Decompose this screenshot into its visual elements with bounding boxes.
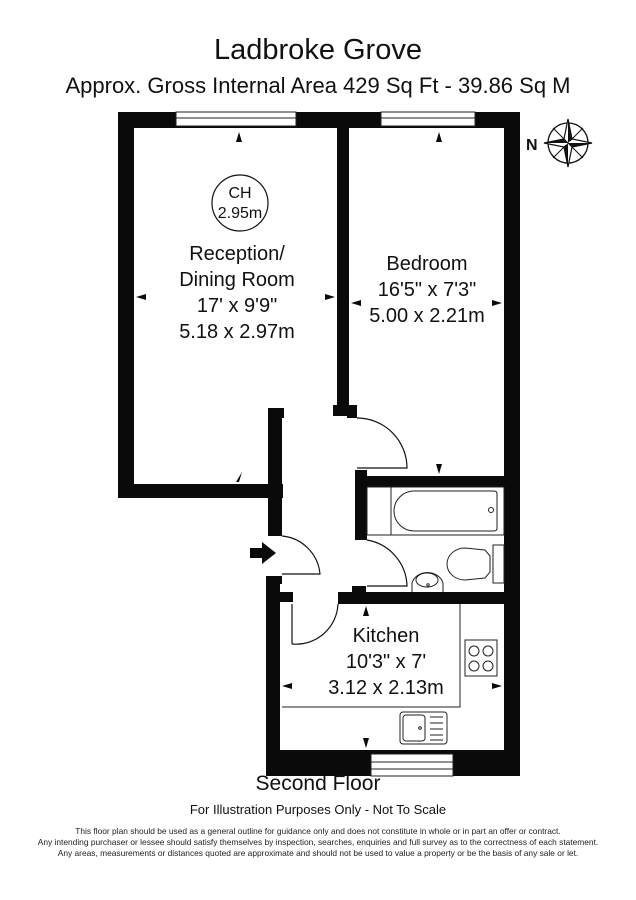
compass-north-label: N [526,137,538,154]
disclaimer: This floor plan should be used as a gene… [0,826,636,859]
window-bedroom [380,111,476,127]
floor-label: Second Floor [255,772,381,795]
measurement-markers [136,132,502,748]
illustration-note: For Illustration Purposes Only - Not To … [189,802,447,817]
reception-metric: 5.18 x 2.97m [179,321,295,343]
wall-reception-bottom [118,484,283,498]
ceiling-height-label: CH [228,185,251,202]
door-entrance [281,535,321,575]
room-bedroom: Bedroom 16'5" x 7'3" 5.00 x 2.21m [369,253,485,327]
wall-divider-end [333,405,357,416]
room-kitchen: Kitchen 10'3" x 7' 3.12 x 2.13m [328,625,444,699]
door-bedroom [356,417,408,469]
kitchen-imperial: 10'3" x 7' [346,651,426,673]
wall-kitchen-top [338,592,515,604]
bathtub-icon [366,486,505,536]
wall-hall-left-upper [268,408,282,536]
bedroom-metric: 5.00 x 2.21m [369,305,485,327]
door-bathroom [366,539,408,587]
wall-divider [337,112,349,412]
door-kitchen [291,603,339,645]
wall-stub [347,410,357,418]
wall-stub [266,576,282,584]
disclaimer-line: Any areas, measurements or distances quo… [57,848,579,858]
doors [281,417,408,645]
entrance-arrow-icon [250,542,276,564]
kitchen-name: Kitchen [353,625,420,647]
toilet-icon [446,544,505,584]
hob-icon [464,639,498,677]
bedroom-imperial: 16'5" x 7'3" [378,279,477,301]
ceiling-height-circle [211,174,269,232]
reception-imperial: 17' x 9'9" [197,295,277,317]
compass-rose-icon: N [526,118,593,168]
bedroom-name: Bedroom [386,253,467,275]
gross-area-subtitle: Approx. Gross Internal Area 429 Sq Ft - … [65,73,571,98]
basin-icon [411,572,444,592]
room-reception: Reception/ Dining Room 17' x 9'9" 5.18 x… [179,243,295,343]
disclaimer-line: Any intending purchaser or lessee should… [37,837,599,847]
wall-stub [280,592,293,602]
ceiling-height-value: 2.95m [218,205,262,222]
windows [175,111,476,777]
property-title: Ladbroke Grove [214,34,422,66]
kitchen-metric: 3.12 x 2.13m [328,677,444,699]
wall-hall-left-lower [266,576,280,776]
wall-right [504,112,520,776]
window-kitchen [370,753,454,777]
kitchen-counter [282,604,498,745]
wall-left [118,112,134,494]
wall-stub [352,586,366,596]
disclaimer-line: This floor plan should be used as a gene… [75,826,561,836]
window-reception [175,111,297,127]
reception-name-line2: Dining Room [179,269,295,291]
wall-stub [268,408,284,418]
reception-name-line1: Reception/ [189,243,285,265]
sink-icon [399,711,448,745]
wall-bath-top [355,476,515,487]
wall-bath-left [355,470,367,540]
